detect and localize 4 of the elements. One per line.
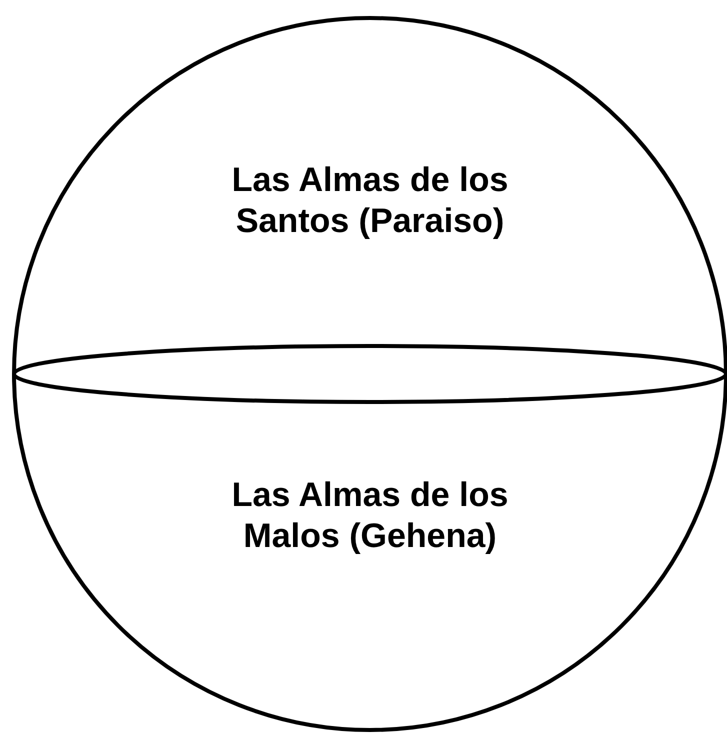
region-label: Las Almas de los Malos (Gehena) — [230, 475, 510, 557]
lower-hemisphere — [10, 374, 727, 734]
upper-hemisphere — [10, 14, 727, 406]
region-label: Las Almas de los Santos (Paraiso) — [230, 160, 510, 242]
